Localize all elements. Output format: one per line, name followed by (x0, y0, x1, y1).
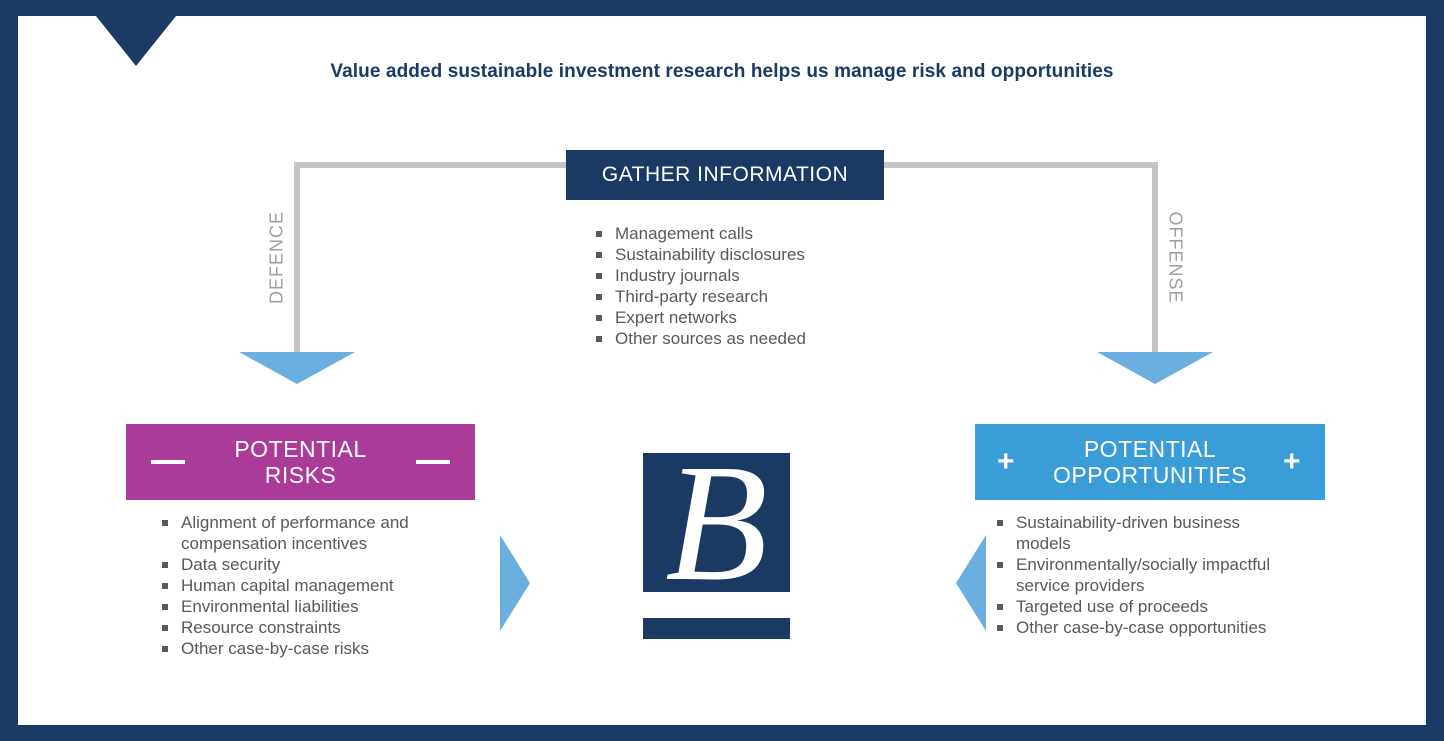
list-item: Targeted use of proceeds (994, 596, 1294, 617)
list-item: Sustainability disclosures (593, 244, 893, 265)
offense-label: OFFENSE (1165, 211, 1186, 304)
connector-left-horizontal (294, 162, 568, 168)
list-item: Human capital management (159, 575, 479, 596)
gather-information-box: GATHER INFORMATION (566, 150, 884, 200)
list-item: Data security (159, 554, 479, 575)
plus-icon: + (997, 445, 1016, 478)
list-item: Environmentally/socially impactful servi… (994, 554, 1294, 596)
list-item: Industry journals (593, 265, 893, 286)
company-logo: B (643, 453, 790, 592)
list-item: Other case-by-case opportunities (994, 617, 1294, 638)
list-item: Management calls (593, 223, 893, 244)
defence-down-arrow (239, 352, 355, 384)
potential-opportunities-title-line1: POTENTIAL (1083, 436, 1217, 462)
defence-label: DEFENCE (266, 211, 287, 305)
connector-right-horizontal (884, 162, 1158, 168)
list-item: Sustainability-driven business models (994, 512, 1294, 554)
list-item: Other case-by-case risks (159, 638, 479, 659)
corner-triangle-decoration (96, 16, 176, 66)
diagram-canvas: Value added sustainable investment resea… (18, 16, 1426, 725)
potential-risks-title-line2: RISKS (264, 462, 337, 488)
headline: Value added sustainable investment resea… (330, 61, 1114, 82)
right-pointing-arrow (500, 535, 530, 631)
list-item: Alignment of performance and compensatio… (159, 512, 479, 554)
plus-icon: + (1283, 445, 1302, 478)
connector-right-vertical (1152, 162, 1158, 352)
connector-left-vertical (294, 162, 300, 352)
gather-information-title: GATHER INFORMATION (601, 163, 849, 186)
minus-icon (151, 460, 185, 464)
offense-down-arrow (1097, 352, 1213, 384)
list-item: Resource constraints (159, 617, 479, 638)
potential-opportunities-list: Sustainability-driven business models En… (994, 512, 1294, 638)
potential-opportunities-title: POTENTIAL OPPORTUNITIES (1053, 436, 1247, 488)
potential-risks-title-line1: POTENTIAL (234, 436, 367, 462)
gather-information-list: Management calls Sustainability disclosu… (593, 223, 893, 349)
list-item: Expert networks (593, 307, 893, 328)
logo-bar (643, 618, 790, 639)
logo-letter: B (665, 453, 768, 592)
potential-risks-list: Alignment of performance and compensatio… (159, 512, 479, 659)
potential-opportunities-box: + POTENTIAL OPPORTUNITIES + (975, 424, 1325, 500)
potential-risks-title: POTENTIAL RISKS (234, 436, 366, 488)
minus-icon (416, 460, 450, 464)
left-pointing-arrow (956, 535, 986, 631)
list-item: Third-party research (593, 286, 893, 307)
list-item: Environmental liabilities (159, 596, 479, 617)
potential-opportunities-title-line2: OPPORTUNITIES (1053, 462, 1247, 488)
list-item: Other sources as needed (593, 328, 893, 349)
potential-risks-box: POTENTIAL RISKS (126, 424, 475, 500)
